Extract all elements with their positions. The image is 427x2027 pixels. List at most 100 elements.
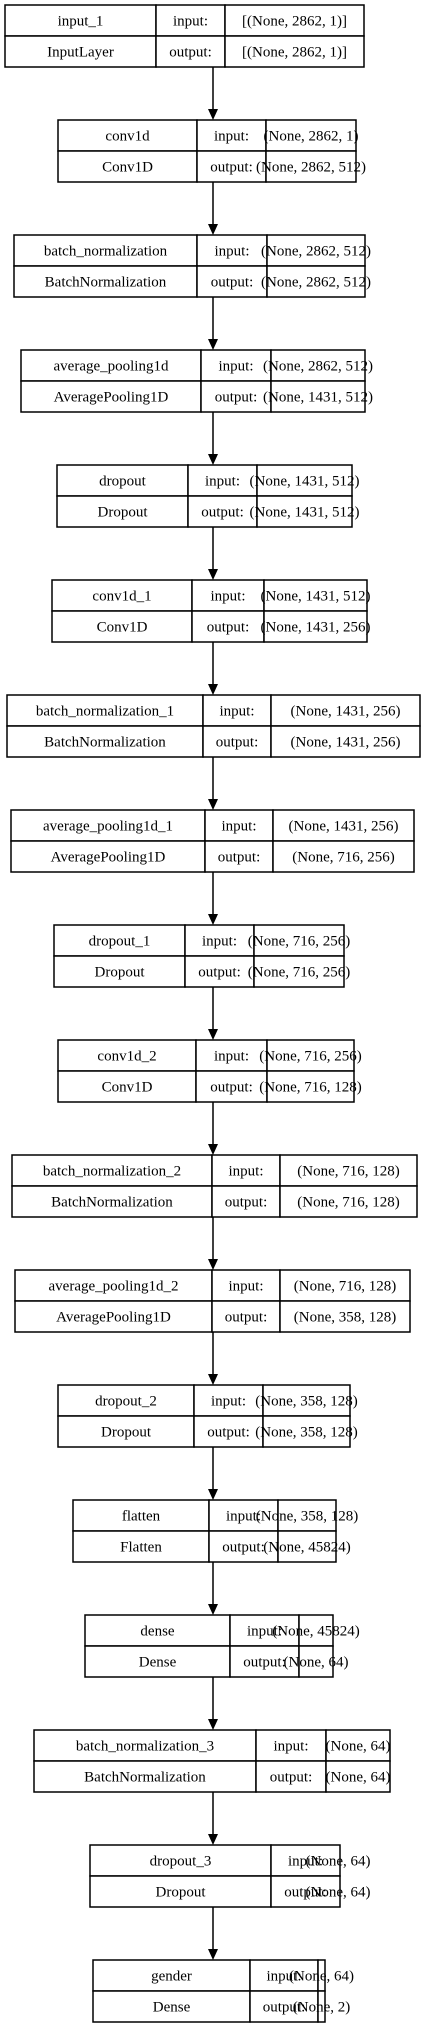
layer-cell [196, 119, 267, 152]
input-label: input: [173, 14, 208, 30]
layer-type: Dropout [156, 1885, 207, 1901]
layer-cell [57, 1039, 197, 1072]
layer-name: batch_normalization_3 [76, 1739, 214, 1755]
input-label: input: [288, 1854, 323, 1870]
output-shape: (None, 1431, 256) [291, 735, 401, 751]
output-shape: (None, 358, 128) [255, 1425, 357, 1441]
layer-cell [211, 1185, 281, 1218]
layer-name: conv1d_2 [97, 1049, 156, 1065]
input-shape: (None, 358, 128) [255, 1394, 357, 1410]
layer-cell [266, 1070, 355, 1103]
layer-cell [298, 1645, 334, 1678]
output-label: output: [222, 1540, 265, 1556]
input-shape: (None, 716, 256) [259, 1049, 361, 1065]
input-shape: (None, 1431, 512) [250, 474, 360, 490]
output-shape: (None, 2) [293, 2000, 350, 2016]
layer-cell [279, 1185, 418, 1218]
arrowhead-icon [208, 339, 218, 350]
layer-cell [208, 1499, 279, 1532]
layer-cell [270, 349, 366, 382]
output-label: output: [270, 1770, 313, 1786]
connector-arrow [208, 1332, 218, 1385]
output-shape: (None, 2862, 512) [256, 160, 366, 176]
output-label: output: [225, 1195, 268, 1211]
input-label: input: [202, 934, 237, 950]
output-shape: (None, 1431, 256) [261, 620, 371, 636]
arrowhead-icon [208, 454, 218, 465]
layer-type: AveragePooling1D [54, 390, 169, 406]
input-label: input: [273, 1739, 308, 1755]
layer-cell [191, 610, 265, 643]
layer-name: average_pooling1d [54, 359, 169, 375]
layer-cell [13, 265, 198, 298]
input-label: input: [219, 704, 254, 720]
layer-type: Conv1D [102, 1080, 153, 1096]
output-shape: (None, 45824) [263, 1540, 350, 1556]
layer-type: AveragePooling1D [51, 850, 166, 866]
output-shape: (None, 1431, 512) [250, 505, 360, 521]
output-label: output: [215, 390, 258, 406]
layer-cell [211, 1154, 281, 1187]
arrowhead-icon [208, 1834, 218, 1845]
input-label: input: [218, 359, 253, 375]
layer-type: Dense [153, 2000, 191, 2016]
input-label: input: [266, 1969, 301, 1985]
layer-cell [53, 955, 186, 988]
layer-type: BatchNormalization [45, 275, 167, 291]
connector-arrow [208, 1217, 218, 1270]
layer-cell [208, 1530, 279, 1563]
input-label: input: [211, 1394, 246, 1410]
layer-cell [263, 610, 368, 643]
output-shape: (None, 716, 256) [292, 850, 394, 866]
arrowhead-icon [208, 1949, 218, 1960]
input-shape: (None, 45824) [272, 1624, 359, 1640]
layer-name: dropout_1 [89, 934, 151, 950]
layer-cell [249, 1990, 319, 2023]
connector-arrow [208, 757, 218, 810]
layer-cell [57, 1415, 195, 1448]
input-label: input: [221, 819, 256, 835]
output-label: output: [218, 850, 261, 866]
arrowhead-icon [208, 1489, 218, 1500]
layer-cell [272, 809, 415, 842]
arrowhead-icon [208, 1604, 218, 1615]
layer-cell [20, 349, 202, 382]
layer-cell [33, 1760, 257, 1793]
layer-cell [249, 1959, 319, 1992]
layer-cell [255, 1729, 327, 1762]
layer-name: dropout_3 [150, 1854, 212, 1870]
layer-cell [89, 1875, 272, 1908]
output-label: output: [211, 275, 254, 291]
input-shape: [(None, 2862, 1)] [242, 14, 347, 30]
connector-arrow [208, 987, 218, 1040]
layer-name: batch_normalization_1 [36, 704, 174, 720]
connector-arrow [208, 297, 218, 350]
output-label: output: [210, 160, 253, 176]
arrowhead-icon [208, 569, 218, 580]
layer-type: Dense [139, 1655, 177, 1671]
connector-arrow [208, 1447, 218, 1500]
layer-type: Dropout [98, 505, 149, 521]
connector-arrow [208, 67, 218, 120]
output-shape: (None, 716, 256) [248, 965, 350, 981]
layer-name: batch_normalization_2 [43, 1164, 181, 1180]
layer-cell [51, 610, 193, 643]
arrowhead-icon [208, 1374, 218, 1385]
layer-cell [202, 725, 272, 758]
layer-name: gender [151, 1969, 192, 1985]
layer-type: BatchNormalization [44, 735, 166, 751]
output-label: output: [243, 1655, 286, 1671]
output-shape: (None, 64) [326, 1770, 391, 1786]
arrowhead-icon [208, 684, 218, 695]
layer-cell [279, 1300, 411, 1333]
layer-cell [266, 265, 366, 298]
output-label: output: [263, 2000, 306, 2016]
